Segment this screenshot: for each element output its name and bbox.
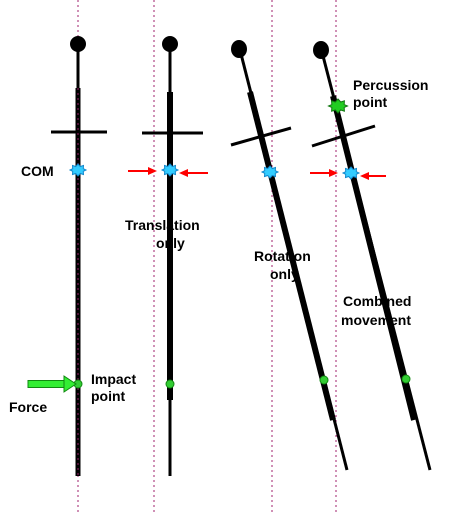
com-marker: [260, 165, 280, 179]
impact-point-marker: [401, 374, 411, 384]
sword-reference: [27, 36, 107, 476]
sword-translation: [128, 36, 208, 476]
impact-point-label-line1: Impact: [91, 371, 136, 387]
translation-label-line1: Translation: [125, 217, 200, 233]
impact-point-marker: [165, 379, 175, 389]
com-marker: [341, 166, 361, 180]
com-marker: [160, 163, 180, 177]
force-arrow: [27, 375, 77, 393]
com-marker: [68, 163, 88, 177]
combined-label-line2: movement: [341, 312, 411, 328]
pommel: [231, 40, 247, 58]
translation-label-line2: only: [156, 235, 185, 251]
impact-point-label-line2: point: [91, 388, 126, 404]
percussion-label-line2: point: [353, 94, 388, 110]
motion-arrow-right: [360, 172, 386, 180]
motion-arrow-right: [179, 169, 208, 177]
combined-label-line1: Combined: [343, 293, 411, 309]
motion-arrow-left: [128, 167, 157, 175]
pommel: [313, 41, 329, 59]
sword-combined: [310, 41, 432, 471]
sword-rotation: [230, 40, 349, 471]
impact-point-marker: [319, 375, 329, 385]
rotation-label-line2: only: [270, 266, 299, 282]
percussion-label-line1: Percussion: [353, 77, 428, 93]
com-label: COM: [21, 163, 54, 179]
motion-arrow-left: [310, 169, 338, 177]
blade: [330, 95, 417, 421]
rotation-label-line1: Rotation: [254, 248, 311, 264]
force-label: Force: [9, 399, 47, 415]
blade: [247, 91, 336, 421]
percussion-point-marker: [327, 98, 349, 114]
